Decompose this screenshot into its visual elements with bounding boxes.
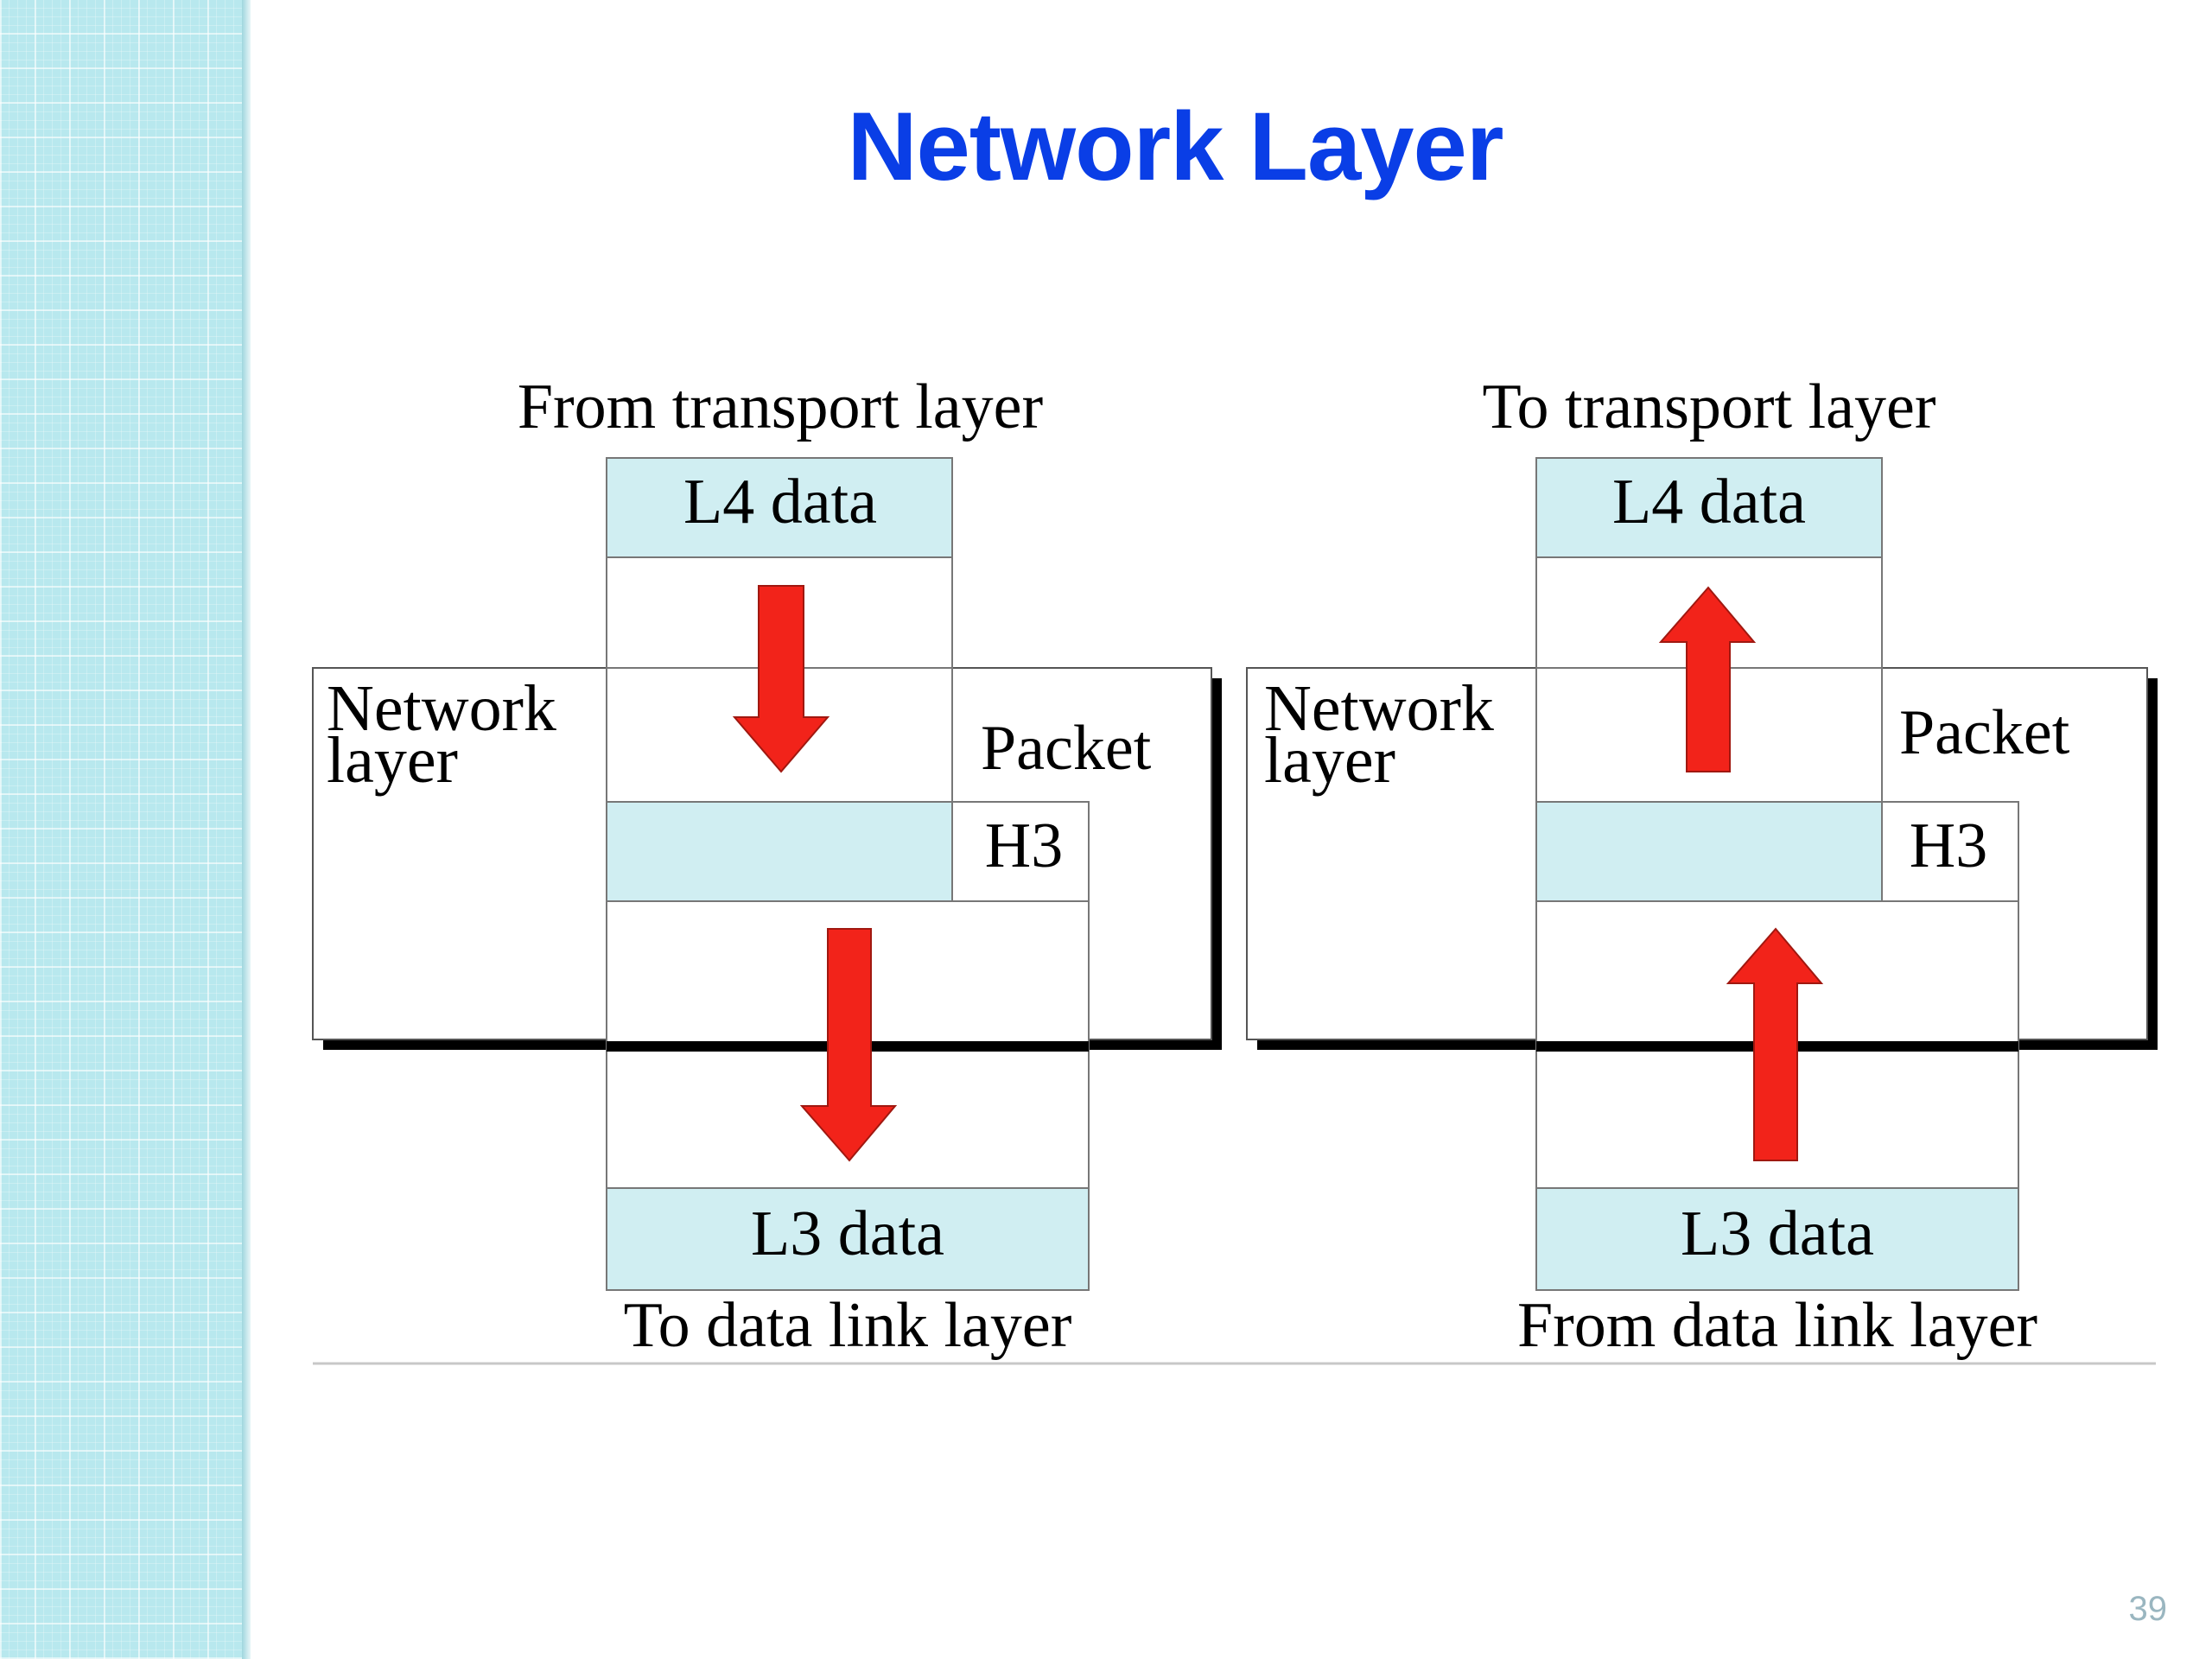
page-number: 39 bbox=[2128, 1590, 2168, 1628]
receiver-h3-label: H3 bbox=[1910, 810, 1987, 881]
sender-packet-data bbox=[606, 801, 953, 902]
receiver-packet-data bbox=[1535, 801, 1883, 902]
receiver-l3-box bbox=[1535, 1187, 2019, 1291]
receiver-up-arrow-upper bbox=[1658, 586, 1757, 772]
sender-h3-label: H3 bbox=[985, 810, 1063, 881]
receiver-diagram: To transport layer L4 data Network layer… bbox=[1246, 372, 2158, 1361]
sidebar-pattern bbox=[0, 0, 249, 1659]
sender-layer-label-line2: layer bbox=[327, 724, 458, 797]
receiver-l3-label: L3 data bbox=[1681, 1198, 1874, 1269]
sender-diagram: From transport layer L4 data Network lay… bbox=[312, 372, 1222, 1361]
sender-l4-box bbox=[606, 457, 953, 558]
receiver-top-label: To transport layer bbox=[1483, 372, 1936, 442]
sender-down-arrow-upper bbox=[732, 585, 830, 773]
receiver-bottom-label: From data link layer bbox=[1517, 1290, 2037, 1361]
sender-bottom-label: To data link layer bbox=[624, 1290, 1072, 1361]
sender-down-arrow-lower bbox=[799, 928, 898, 1162]
sidebar-edge bbox=[242, 0, 251, 1659]
sender-top-label: From transport layer bbox=[518, 372, 1043, 442]
sender-l4-label: L4 data bbox=[683, 467, 877, 537]
sender-layer-label-line1: Network bbox=[327, 672, 556, 745]
sender-packet-label: Packet bbox=[981, 713, 1152, 784]
receiver-l4-label: L4 data bbox=[1612, 467, 1806, 537]
receiver-layer-label-line1: Network bbox=[1264, 672, 1494, 745]
receiver-l4-box bbox=[1535, 457, 1883, 558]
sender-l3-label: L3 data bbox=[751, 1198, 944, 1269]
sender-l3-box bbox=[606, 1187, 1090, 1291]
slide-title: Network Layer bbox=[0, 91, 2143, 202]
slide-title-text: Network Layer bbox=[847, 92, 1504, 200]
receiver-packet-label: Packet bbox=[1899, 697, 2070, 768]
receiver-up-arrow-lower bbox=[1726, 927, 1824, 1161]
receiver-h3-header bbox=[1881, 801, 2019, 902]
receiver-layer-label-line2: layer bbox=[1264, 724, 1395, 797]
sender-h3-header bbox=[951, 801, 1090, 902]
